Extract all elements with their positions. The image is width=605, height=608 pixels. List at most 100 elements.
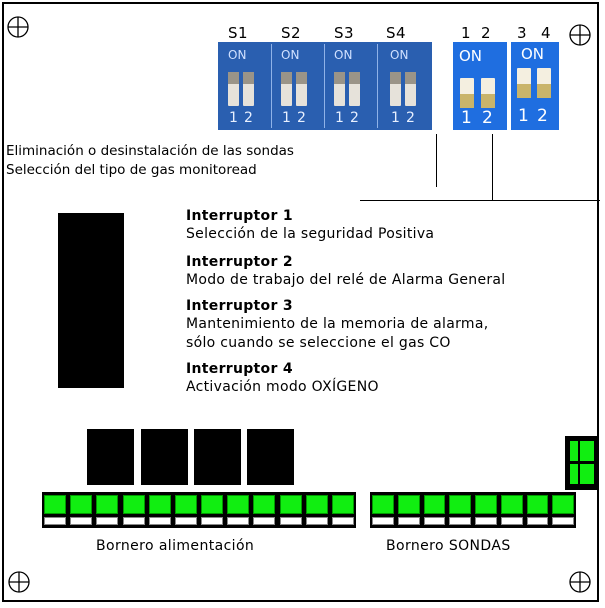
power-terminal-pin-base-4 [122, 517, 145, 525]
dip1-s1-num-1: 1 [229, 110, 238, 126]
switch-4-title: Interruptor 4 [186, 361, 293, 377]
dip1-label-s1: S1 [228, 24, 249, 42]
dip2a-num-2: 2 [482, 108, 493, 128]
probes-terminal-pin-base-4 [449, 517, 471, 525]
power-terminal-pin-base-9 [253, 517, 276, 525]
power-terminal-pin-4 [122, 495, 145, 514]
power-terminal-pin-5 [148, 495, 171, 514]
power-terminal-pin-base-6 [174, 517, 197, 525]
relay-1 [87, 429, 134, 485]
relay-3 [194, 429, 241, 485]
dip1-label-s3: S3 [334, 24, 355, 42]
jumper-connector [565, 436, 599, 490]
screw-bottom-left-icon [8, 571, 30, 593]
probes-terminal-pin-1 [372, 495, 394, 514]
relay-component [58, 213, 124, 388]
probes-terminal-pin-8 [552, 495, 574, 514]
dip1-s2-lever-2[interactable] [296, 72, 307, 106]
dip1-s1-on-text: ON [228, 48, 247, 62]
dip1-s3-lever-2[interactable] [349, 72, 360, 106]
dip1-s1-lever-2[interactable] [243, 72, 254, 106]
dip-switch-block-2b: ON 1 2 [511, 42, 559, 130]
dip2b-on-text: ON [521, 45, 545, 63]
switch-4-description: Activación modo OXÍGENO [186, 379, 379, 395]
probes-terminal-pin-base-7 [526, 517, 549, 525]
dip1-s3-on-text: ON [334, 48, 353, 62]
probes-terminal-pin-6 [500, 495, 523, 514]
dip2-label-1: 1 [461, 24, 472, 42]
power-terminal-pin-base-12 [331, 517, 354, 525]
dip1-s4-num-2: 2 [406, 110, 415, 126]
probes-terminal-pin-base-6 [500, 517, 523, 525]
dip2b-num-1: 1 [518, 106, 529, 126]
dip1-s3-lever-1[interactable] [334, 72, 345, 106]
switch-3-description-line2: sólo cuando se seleccione el gas CO [186, 335, 451, 351]
leader-line-dip2 [492, 134, 493, 201]
dip-switch-block-2a: ON 1 2 [453, 42, 507, 130]
dip-switch-block-1: ON ON ON ON 1 2 1 2 1 2 1 2 [218, 42, 432, 130]
note-gas-type: Selección del tipo de gas monitoread [6, 162, 257, 178]
probes-terminal-pin-7 [526, 495, 549, 514]
dip1-s1-lever-1[interactable] [228, 72, 239, 106]
probes-terminal-caption: Bornero SONDAS [386, 538, 511, 554]
dip2-label-3: 3 [517, 24, 528, 42]
probes-terminal-pin-base-1 [372, 517, 394, 525]
power-terminal-pin-base-5 [148, 517, 171, 525]
switch-1-title: Interruptor 1 [186, 208, 293, 224]
power-terminal-pin-base-3 [96, 517, 119, 525]
switch-1-description: Selección de la seguridad Positiva [186, 226, 435, 242]
power-terminal-pin-1 [44, 495, 67, 514]
power-terminal-pin-base-2 [70, 517, 93, 525]
power-terminal-pin-12 [331, 495, 354, 514]
switch-3-title: Interruptor 3 [186, 298, 293, 314]
dip1-s3-num-1: 1 [335, 110, 344, 126]
probes-terminal-pin-base-8 [552, 517, 574, 525]
probes-terminal-block [370, 492, 576, 528]
power-terminal-pin-8 [227, 495, 250, 514]
leader-line-dip1 [436, 134, 437, 187]
probes-terminal-pin-2 [397, 495, 420, 514]
dip1-s4-num-1: 1 [391, 110, 400, 126]
power-terminal-pin-10 [279, 495, 302, 514]
screw-top-right-icon [569, 24, 591, 46]
dip1-s2-on-text: ON [281, 48, 300, 62]
dip1-s4-lever-1[interactable] [390, 72, 401, 106]
probes-terminal-pin-base-5 [475, 517, 497, 525]
power-terminal-block [42, 492, 356, 528]
power-terminal-pin-7 [201, 495, 224, 514]
dip2a-num-1: 1 [461, 108, 472, 128]
leader-line-horizontal [360, 200, 600, 201]
probes-terminal-pin-base-3 [423, 517, 446, 525]
dip1-s2-num-2: 2 [297, 110, 306, 126]
probes-terminal-pin-3 [423, 495, 446, 514]
dip1-s4-on-text: ON [390, 48, 409, 62]
dip1-s2-lever-1[interactable] [281, 72, 292, 106]
dip1-s4-lever-2[interactable] [405, 72, 416, 106]
power-terminal-pin-base-10 [279, 517, 302, 525]
power-terminal-pin-base-11 [305, 517, 328, 525]
dip1-s1-num-2: 2 [244, 110, 253, 126]
relay-4 [247, 429, 294, 485]
dip2a-on-text: ON [459, 47, 483, 65]
switch-2-description: Modo de trabajo del relé de Alarma Gener… [186, 272, 506, 288]
dip1-label-s4: S4 [386, 24, 407, 42]
dip2b-num-2: 2 [537, 106, 548, 126]
probes-terminal-pin-4 [449, 495, 471, 514]
power-terminal-pin-2 [70, 495, 93, 514]
dip2-label-4: 4 [541, 24, 552, 42]
screw-top-left-icon [7, 16, 29, 38]
dip2-label-2: 2 [481, 24, 492, 42]
power-terminal-pin-3 [96, 495, 119, 514]
switch-3-description-line1: Mantenimiento de la memoria de alarma, [186, 316, 489, 332]
power-terminal-pin-base-8 [227, 517, 250, 525]
switch-2-title: Interruptor 2 [186, 254, 293, 270]
dip1-s3-num-2: 2 [350, 110, 359, 126]
screw-bottom-right-icon [569, 571, 591, 593]
power-terminal-pin-base-1 [44, 517, 67, 525]
power-terminal-pin-9 [253, 495, 276, 514]
probes-terminal-pin-5 [475, 495, 497, 514]
power-terminal-pin-base-7 [201, 517, 224, 525]
note-probe-removal: Eliminación o desinstalación de las sond… [6, 143, 294, 159]
power-terminal-caption: Bornero alimentación [96, 538, 255, 554]
probes-terminal-pin-base-2 [397, 517, 420, 525]
